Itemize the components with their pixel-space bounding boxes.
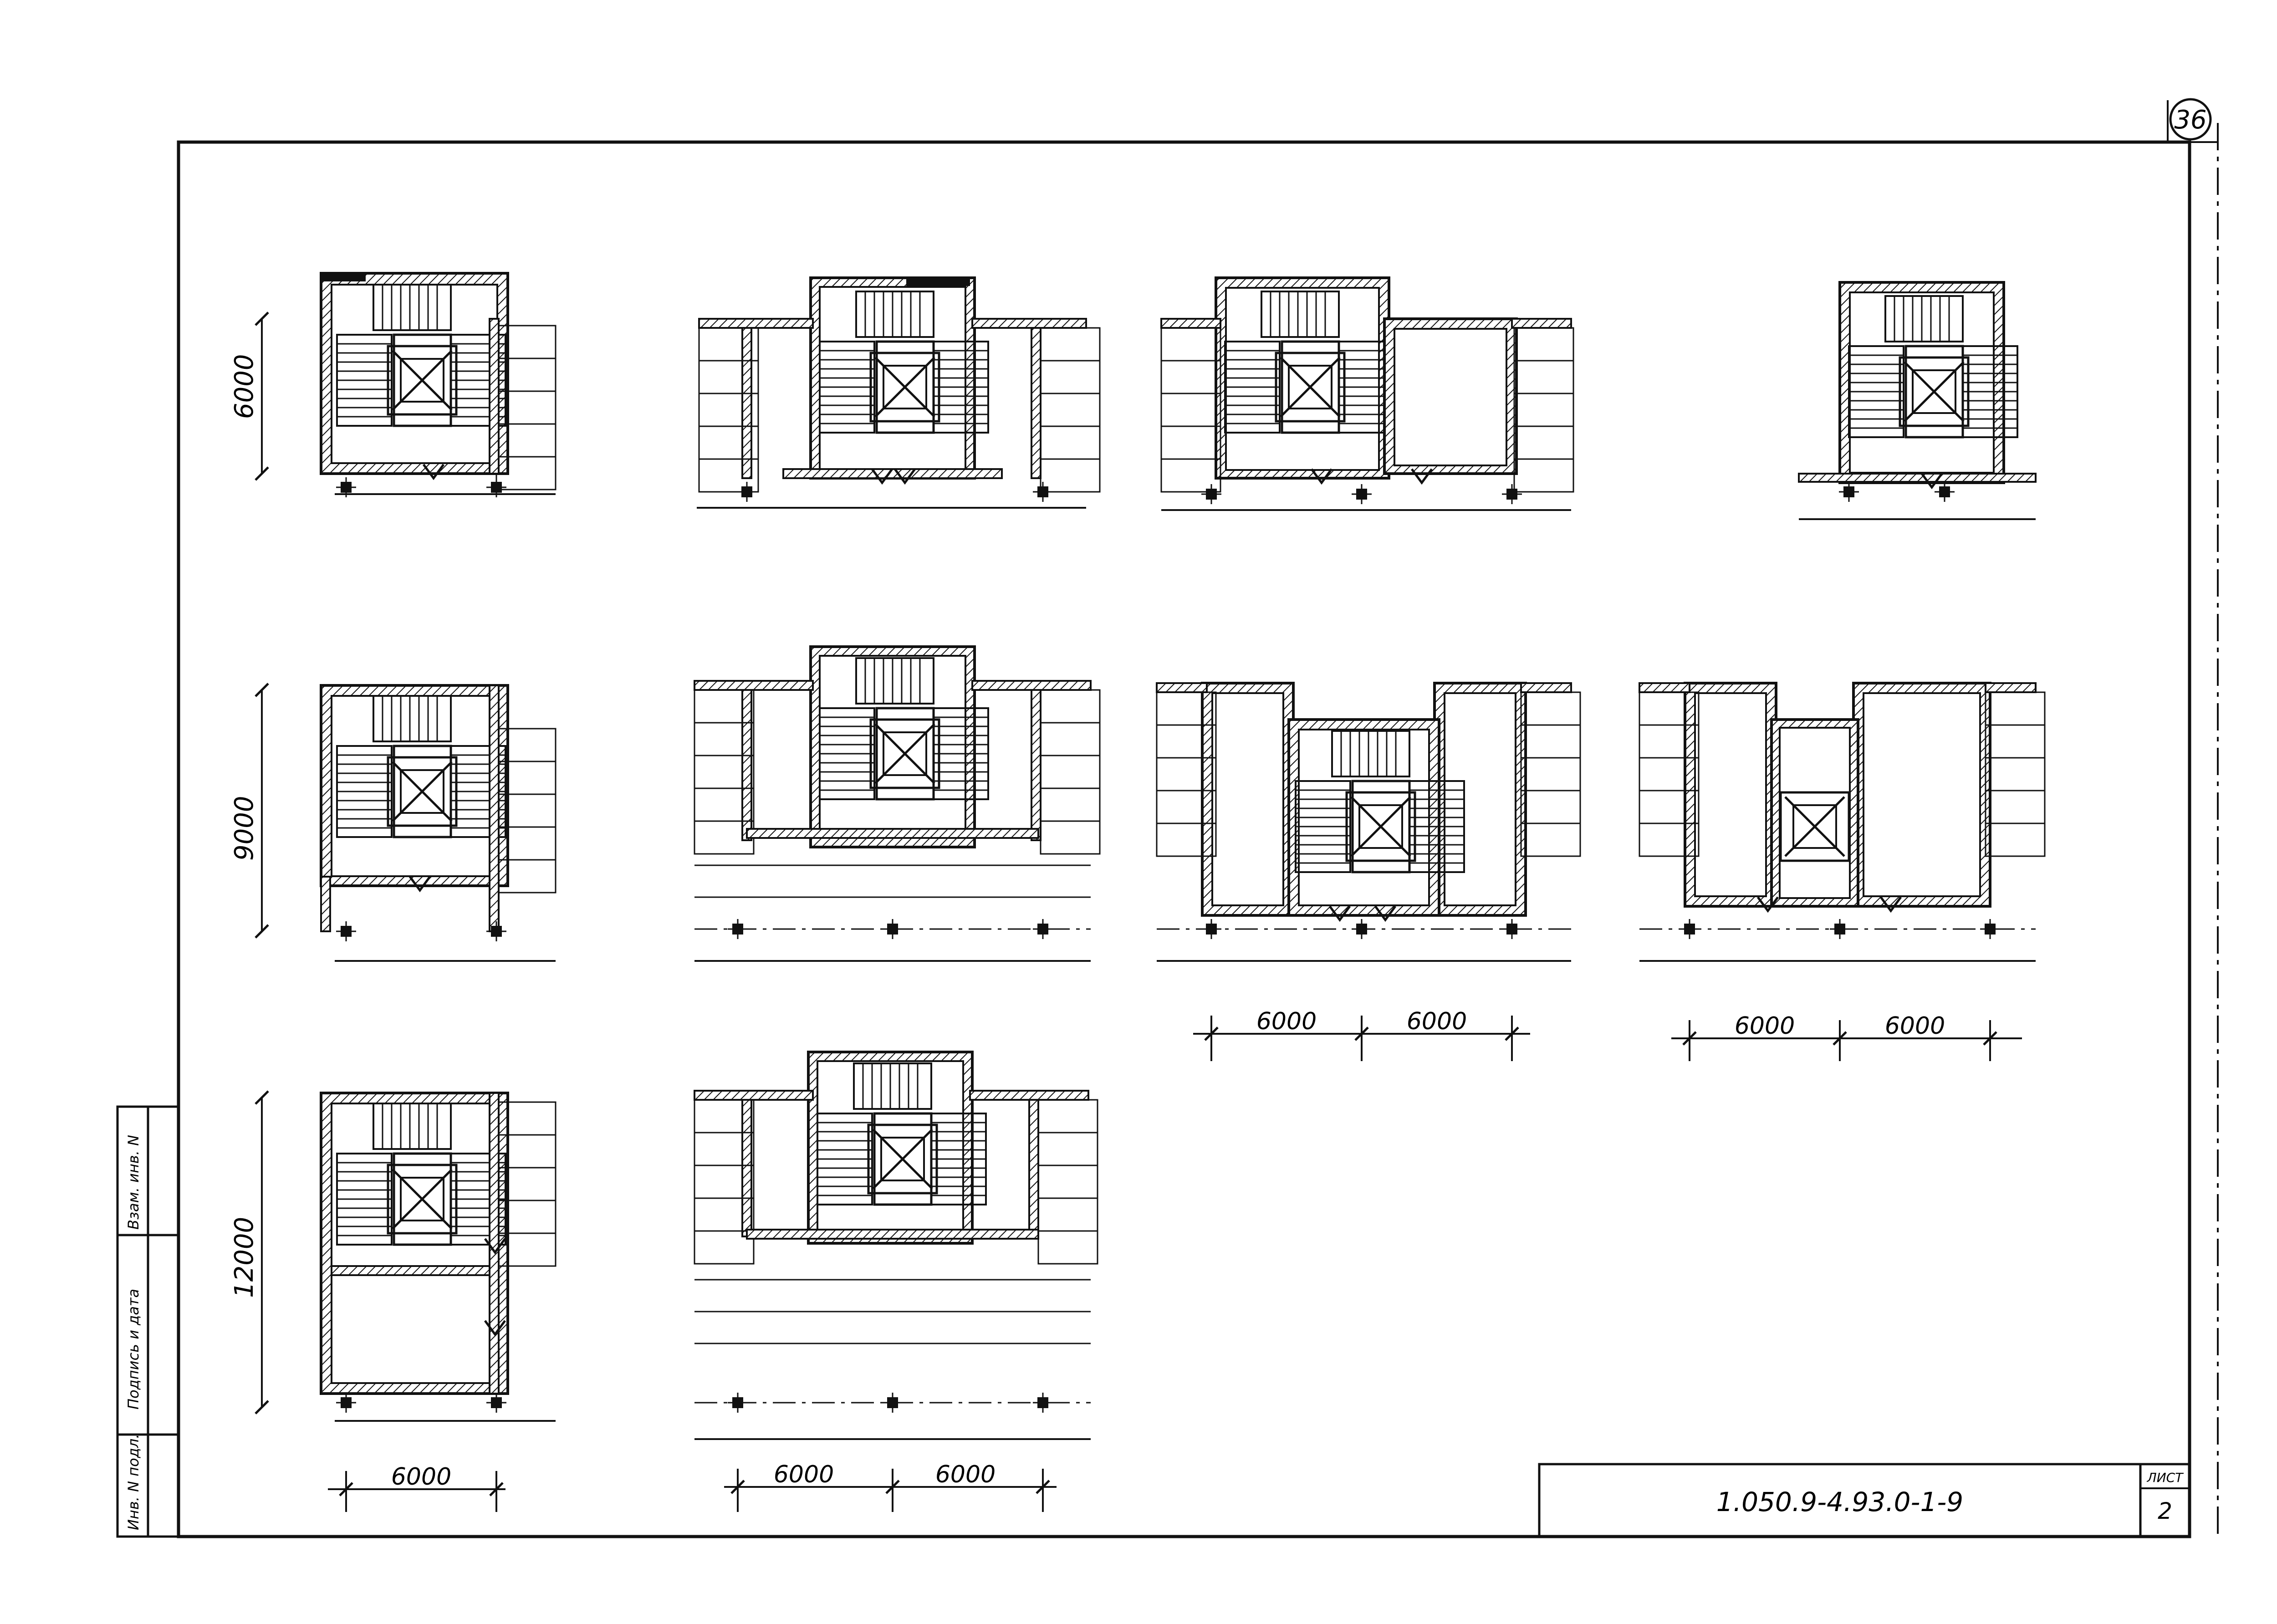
plan-r3-c2: 6000 6000	[694, 1051, 1098, 1512]
plan-r2-c2	[694, 645, 1101, 962]
dimensions-r2-c3: 6000 6000	[1193, 1008, 1530, 1061]
plan-r2-c4	[1639, 682, 2046, 962]
dim-r3-c2-a: 6000	[774, 1461, 834, 1488]
side-stamp: Инв. N подл. Подпись и дата Взам. инв. N	[116, 1105, 180, 1538]
plan-r2-c1: 9000	[230, 684, 556, 962]
dim-row1: 6000	[230, 354, 259, 419]
dim-r2-c4-a: 6000	[1735, 1012, 1795, 1040]
dim-r2-c3-a: 6000	[1256, 1008, 1317, 1035]
sheet-label: ЛИСТ	[2147, 1470, 2184, 1485]
dimensions-r2-c4: 6000 6000	[1671, 1012, 2022, 1061]
dim-r3-c2-b: 6000	[935, 1461, 996, 1488]
dim-r2-c3-b: 6000	[1407, 1008, 1467, 1035]
plan-r1-c2	[697, 276, 1101, 509]
dim-r2-c4-b: 6000	[1885, 1012, 1945, 1040]
page-number-badge: 36	[2169, 98, 2212, 141]
stamp-vzam-inv: Взам. инв. N	[125, 1135, 142, 1230]
stamp-podpis-data: Подпись и дата	[125, 1289, 142, 1410]
stamp-inv-podl: Инв. N подл.	[125, 1434, 142, 1530]
plan-r1-c3	[1160, 276, 1574, 511]
plan-r1-c1: 6000	[230, 272, 556, 498]
plan-r2-c3	[1156, 682, 1581, 962]
dim-r3-c1: 6000	[391, 1463, 451, 1491]
sheet-frame	[177, 100, 2219, 1539]
sheet-number: 2	[2158, 1498, 2172, 1524]
plan-r1-c4	[1798, 281, 2037, 520]
document-code: 1.050.9-4.93.0-1-9	[1716, 1486, 1963, 1517]
dim-row3: 12000	[230, 1217, 259, 1298]
page-number: 36	[2174, 105, 2206, 135]
plan-r3-c1: 12000 6000	[230, 1091, 556, 1512]
dim-row2: 9000	[230, 796, 259, 861]
title-block: 1.050.9-4.93.0-1-9 ЛИСТ 2	[1538, 1463, 2191, 1538]
